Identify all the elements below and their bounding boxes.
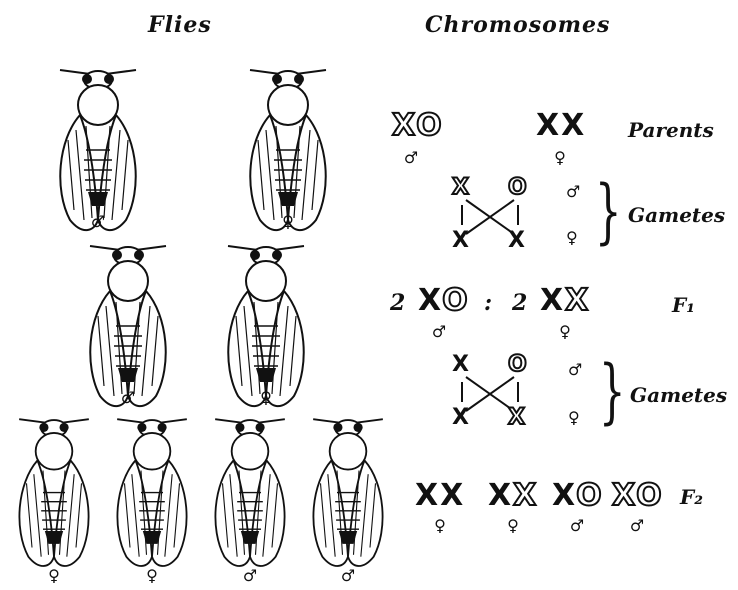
o-chromosome: O [508, 175, 527, 200]
x-chromosome: X [508, 228, 525, 253]
female-symbol: ♀ [568, 408, 580, 427]
female-symbol: ♀ [566, 228, 578, 247]
o-chromosome: O [442, 283, 470, 318]
x-chromosome: X [452, 175, 469, 200]
x-chromosome: X [488, 478, 513, 513]
brace: } [599, 356, 626, 426]
f1-male-chromosomes: XO [418, 283, 470, 318]
x-chromosome: X [612, 478, 636, 513]
x-chromosome: X [440, 478, 465, 513]
o-chromosome: O [636, 478, 664, 513]
f2-chromosomes-2: XX [488, 478, 538, 513]
x-chromosome: X [418, 283, 442, 318]
x-chromosome: X [452, 405, 469, 430]
x-chromosome: X [552, 478, 576, 513]
f1-female-chromosomes: XX [540, 283, 590, 318]
male-symbol: ♂ [622, 516, 652, 535]
male-symbol: ♂ [568, 360, 582, 379]
x-chromosome: X [540, 283, 565, 318]
x-chromosome: X [508, 405, 525, 430]
female-symbol: ♀ [425, 516, 455, 535]
f2-chromosomes-1: XX [415, 478, 465, 513]
f1-label: F₁ [672, 293, 695, 317]
male-symbol: ♂ [566, 182, 580, 201]
f1-separator: : [484, 290, 492, 316]
gametes-label: Gametes [630, 383, 727, 407]
x-chromosome: X [415, 478, 440, 513]
o-chromosome: O [576, 478, 604, 513]
female-symbol: ♀ [550, 322, 580, 341]
x-chromosome: X [452, 228, 469, 253]
x-chromosome: X [565, 283, 590, 318]
male-symbol: ♂ [562, 516, 592, 535]
f1-male-count: 2 [390, 290, 405, 316]
male-symbol: ♂ [424, 322, 454, 341]
f1-female-count: 2 [512, 290, 527, 316]
female-symbol: ♀ [498, 516, 528, 535]
gametes-label: Gametes [628, 203, 725, 227]
o-chromosome: O [508, 352, 527, 377]
f2-chromosomes-3: XO [552, 478, 604, 513]
brace: } [595, 176, 622, 246]
f2-label: F₂ [680, 485, 703, 509]
x-chromosome: X [452, 352, 469, 377]
f2-chromosomes-4: XO [612, 478, 664, 513]
x-chromosome: X [513, 478, 538, 513]
